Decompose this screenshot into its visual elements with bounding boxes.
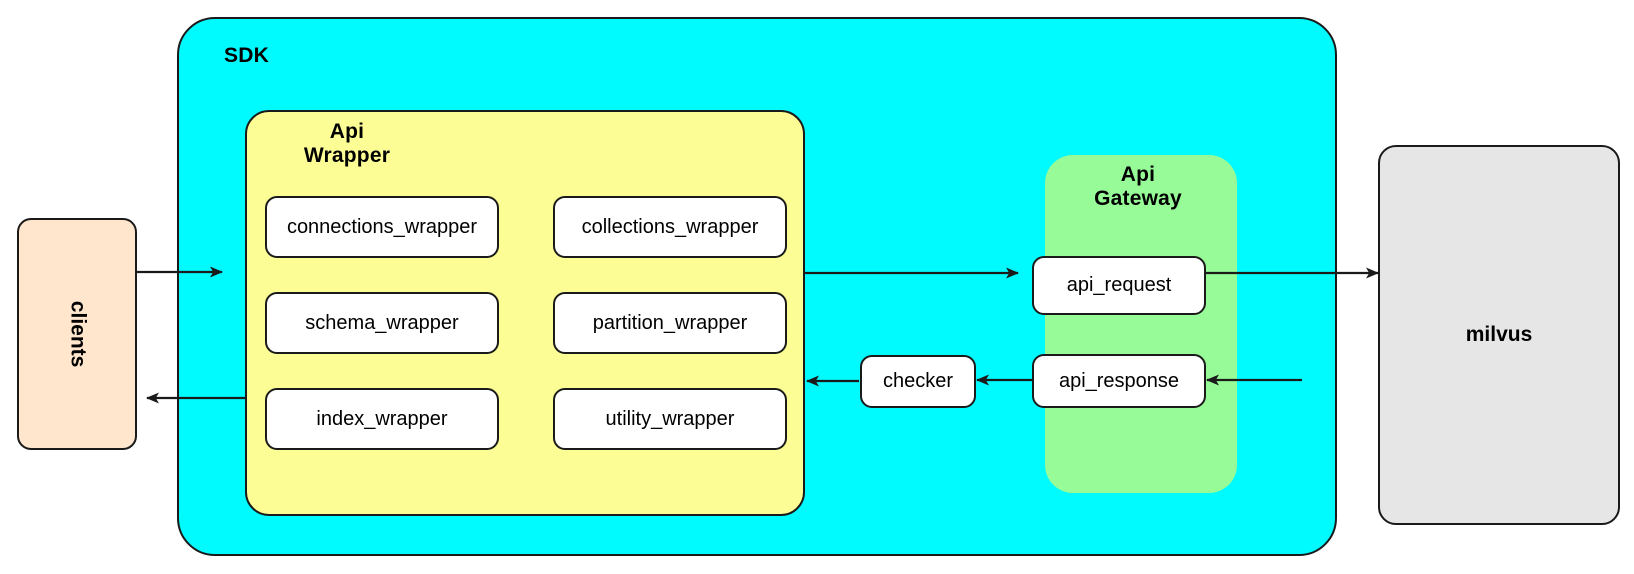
node-milvus[interactable]: milvus xyxy=(1378,145,1620,525)
api-gateway-title: Api Gateway xyxy=(1094,163,1182,211)
api-gateway-container: Api Gateway xyxy=(1045,155,1237,493)
sdk-title: SDK xyxy=(224,44,269,67)
node-label: partition_wrapper xyxy=(592,311,748,334)
node-clients[interactable]: clients xyxy=(17,218,137,450)
node-checker[interactable]: checker xyxy=(860,355,976,408)
node-api-request[interactable]: api_request xyxy=(1032,256,1206,315)
node-partition-wrapper[interactable]: partition_wrapper xyxy=(553,292,787,354)
node-index-wrapper[interactable]: index_wrapper xyxy=(265,388,499,450)
node-collections-wrapper[interactable]: collections_wrapper xyxy=(553,196,787,258)
node-api-response[interactable]: api_response xyxy=(1032,354,1206,408)
node-label: clients xyxy=(66,300,90,368)
node-label: collections_wrapper xyxy=(581,215,759,238)
node-utility-wrapper[interactable]: utility_wrapper xyxy=(553,388,787,450)
node-label: api_response xyxy=(1058,369,1180,392)
node-label: connections_wrapper xyxy=(286,215,478,238)
node-label: utility_wrapper xyxy=(605,407,735,430)
node-label: index_wrapper xyxy=(316,407,448,430)
node-label: milvus xyxy=(1465,322,1533,346)
node-connections-wrapper[interactable]: connections_wrapper xyxy=(265,196,499,258)
api-wrapper-title: Api Wrapper xyxy=(303,120,391,168)
node-label: checker xyxy=(882,370,954,392)
node-label: api_request xyxy=(1066,274,1172,296)
node-schema-wrapper[interactable]: schema_wrapper xyxy=(265,292,499,354)
node-label: schema_wrapper xyxy=(305,311,459,334)
